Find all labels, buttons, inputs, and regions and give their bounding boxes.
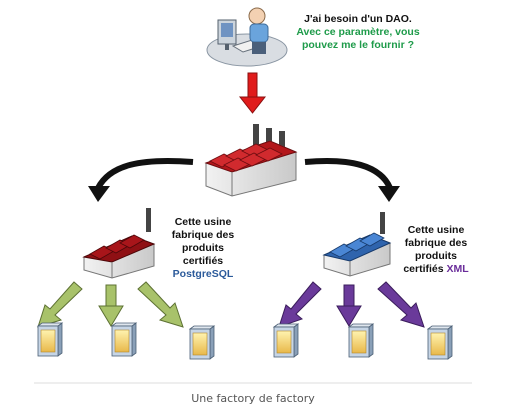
green-arrow-left: [37, 281, 83, 328]
xml-factory-icon: [322, 212, 392, 277]
right-black-arrow: [304, 157, 400, 202]
right-label-line-3: produits: [415, 250, 457, 262]
right-label-line-1: Cette usine: [408, 224, 465, 236]
product-document-icon: [188, 325, 216, 360]
green-arrow-middle: [98, 284, 124, 327]
product-document-icon: [36, 322, 64, 357]
user-at-desk-icon: [206, 7, 288, 67]
left-label-line-4: certifiés: [183, 255, 223, 267]
request-line-1: J'ai besoin d'un DAO.: [304, 13, 412, 25]
left-black-arrow: [88, 157, 194, 202]
product-document-icon: [110, 322, 138, 357]
purple-arrow-middle: [336, 284, 362, 327]
left-label-line-2: fabrique des: [172, 229, 235, 241]
main-factory-icon: [204, 124, 298, 197]
product-document-icon: [272, 323, 300, 358]
product-document-icon: [347, 323, 375, 358]
right-label-certified: certifiés: [403, 263, 446, 275]
left-label-line-1: Cette usine: [175, 216, 232, 228]
request-line-2: Avec ce paramètre, vous: [296, 26, 420, 38]
green-arrow-right: [137, 281, 184, 328]
request-line-3: pouvez me le fournir ?: [302, 39, 414, 51]
red-arrow: [238, 72, 267, 114]
left-label-line-5: PostgreSQL: [173, 268, 234, 280]
purple-arrow-left: [278, 281, 322, 328]
right-label-line-2: fabrique des: [405, 237, 468, 249]
figure-caption: Une factory de factory: [191, 392, 315, 405]
purple-arrow-right: [377, 281, 425, 328]
right-label-line-4: certifiés XML: [403, 263, 469, 275]
product-document-icon: [426, 325, 454, 360]
postgresql-factory-icon: [82, 208, 156, 279]
right-label-xml: XML: [447, 263, 470, 275]
left-label-line-3: produits: [182, 242, 224, 254]
